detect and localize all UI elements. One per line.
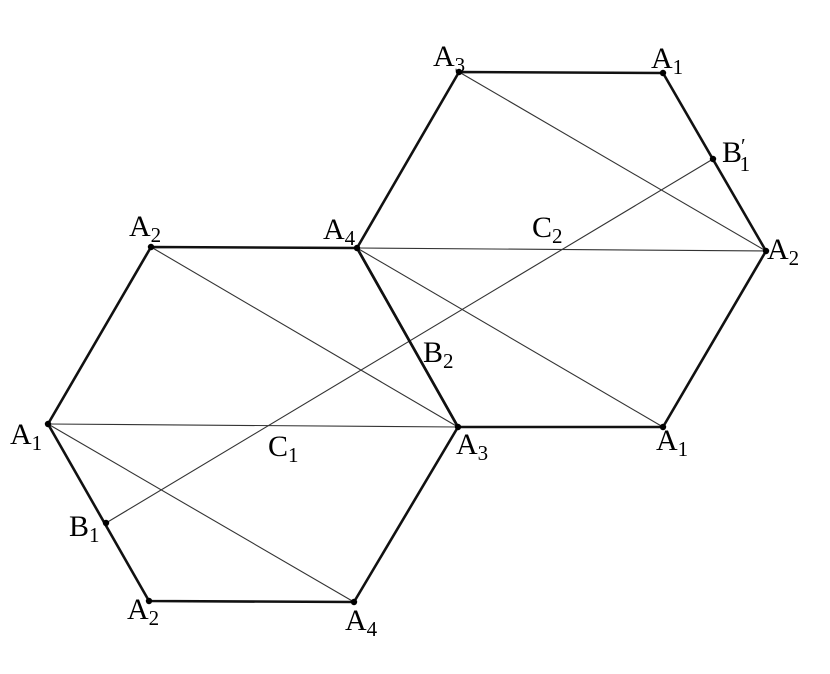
label-a1-top: A1 <box>651 42 683 79</box>
point-a3-top <box>455 68 463 76</box>
label-a2-bottom: A2 <box>127 593 159 630</box>
line-a3-top-a2-right <box>458 71 767 252</box>
line-a4-a2-c2 <box>356 247 767 252</box>
point-b1-prime <box>709 155 717 163</box>
line-a4-a1-bottom-right <box>356 247 664 428</box>
diagonals <box>47 71 767 603</box>
label-a3-mid: A3 <box>456 428 488 465</box>
point-b1 <box>102 519 110 527</box>
label-a2-right: A2 <box>767 233 799 270</box>
line-a1-a4-bottom <box>47 423 355 603</box>
label-a2-left: A2 <box>129 210 161 247</box>
label-a1-bottom-right: A1 <box>656 424 688 461</box>
point-a2-left <box>147 243 155 251</box>
label-c1: C1 <box>268 430 299 467</box>
line-a1-a3-c1 <box>47 423 459 428</box>
label-c2: C2 <box>532 211 563 248</box>
label-b1: B1 <box>69 510 100 547</box>
label-b2: B2 <box>423 336 454 373</box>
point-a4-mid <box>353 244 361 252</box>
point-a1-left <box>44 420 52 428</box>
label-a1-left: A1 <box>10 418 42 455</box>
label-a4-bottom: A4 <box>345 604 378 641</box>
vertex-points <box>44 68 770 606</box>
point-a2-bottom <box>145 597 153 605</box>
point-a1-top <box>659 69 667 77</box>
point-a2-right <box>762 247 770 255</box>
label-a4-mid: A4 <box>323 213 356 250</box>
point-a3-mid <box>454 423 462 431</box>
point-a1-bottom-right <box>659 423 667 431</box>
point-a4-bottom <box>350 598 358 606</box>
line-a2-a3 <box>150 246 459 428</box>
vertex-labels: A3 A1 B′1 A2 C2 A4 A2 B2 A1 C1 A3 A1 B1 … <box>10 40 799 641</box>
label-a3-top: A3 <box>433 40 465 77</box>
label-b1-prime: B′1 <box>722 134 750 176</box>
